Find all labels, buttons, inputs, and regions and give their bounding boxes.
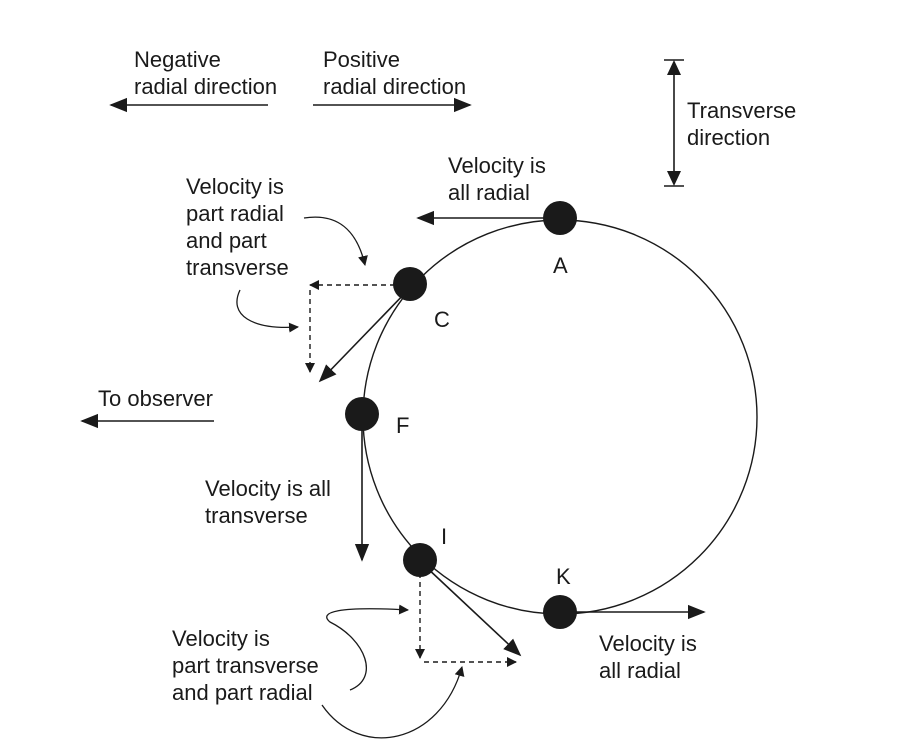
velocity-label-k: Velocity is all radial [599,631,697,683]
callout-i-radial [321,666,465,739]
velocity-label-i: Velocity is part transverse and part rad… [172,626,319,705]
velocity-arrow-i [424,565,522,657]
components-c [305,280,395,373]
components-i [415,573,517,667]
callout-i-transverse [326,604,409,691]
point-label-a: A [553,253,568,278]
point-label-c: C [434,307,450,332]
velocity-label-f: Velocity is all transverse [205,476,331,528]
callout-c-radial [303,216,368,266]
negative-radial-label: Negative radial direction [134,47,278,99]
point-f [345,397,379,431]
point-i [403,543,437,577]
velocity-arrow-c [318,289,409,383]
point-a [543,201,577,235]
point-c [393,267,427,301]
point-k [543,595,577,629]
transverse-direction-arrow [664,59,684,187]
point-label-k: K [556,564,571,589]
transverse-direction-label: Transverse direction [687,98,797,150]
velocity-label-c: Velocity is part radial and part transve… [186,174,289,280]
point-label-i: I [441,524,448,549]
callout-c-transverse [236,289,299,333]
velocity-label-a: Velocity is all radial [448,153,546,205]
positive-radial-label: Positive radial direction [323,47,467,99]
point-label-f: F [396,413,410,438]
to-observer-label: To observer [98,386,213,411]
